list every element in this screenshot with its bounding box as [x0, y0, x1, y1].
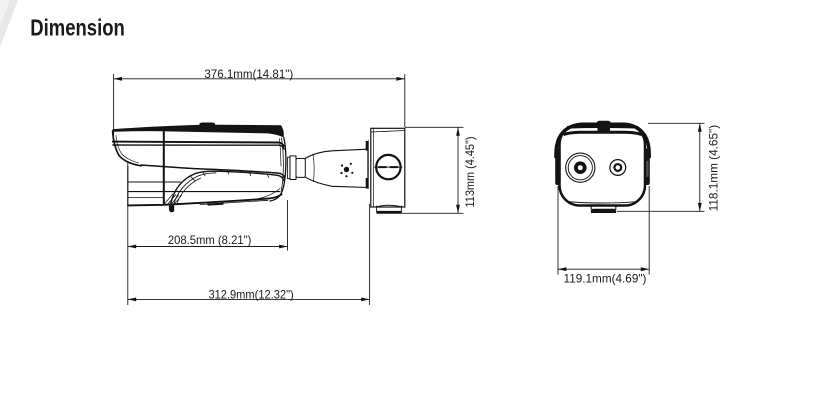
svg-text:Dimension: Dimension [30, 15, 125, 41]
svg-text:119.1mm(4.69"): 119.1mm(4.69") [564, 271, 647, 285]
svg-text:312.9mm(12.32"): 312.9mm(12.32") [208, 287, 293, 301]
svg-text:208.5mm (8.21"): 208.5mm (8.21") [168, 233, 252, 247]
svg-text:376.1mm(14.81"): 376.1mm(14.81") [204, 67, 293, 81]
svg-text:118.1mm (4.65"): 118.1mm (4.65") [707, 125, 721, 212]
svg-text:113mm (4.45"): 113mm (4.45") [463, 137, 477, 208]
